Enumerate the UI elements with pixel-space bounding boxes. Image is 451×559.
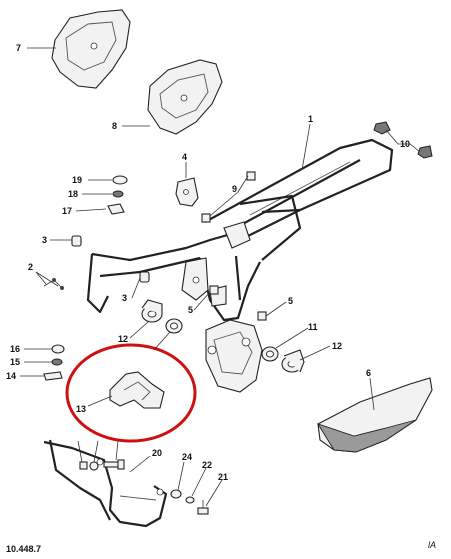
callout-20: 20: [152, 448, 162, 458]
callout-21: 21: [218, 472, 228, 482]
part-5-nut-right: [257, 311, 267, 321]
part-4-bracket: [175, 177, 199, 207]
corner-mark: lA: [428, 540, 436, 550]
callout-5-right: 5: [288, 296, 293, 306]
callout-14: 14: [6, 371, 16, 381]
callout-17: 17: [62, 206, 72, 216]
callout-12-left: 12: [118, 334, 128, 344]
callout-12-right: 12: [332, 341, 342, 351]
part-12-bushing-right: [281, 349, 305, 373]
callout-16: 16: [10, 344, 20, 354]
part-9-fastener: [201, 171, 256, 223]
part-22-washer: [185, 496, 195, 504]
part-11-washer-right: [261, 346, 279, 362]
part-15-washer: [51, 358, 63, 366]
part-7-side-panel: [51, 9, 131, 89]
callout-15: 15: [10, 357, 20, 367]
callout-3-top: 3: [42, 235, 47, 245]
part-5-nut-left: [209, 285, 219, 295]
callout-22: 22: [202, 460, 212, 470]
diagram-reference-code: 10.448.7: [6, 544, 41, 554]
callout-8: 8: [112, 121, 117, 131]
callout-4: 4: [182, 152, 187, 162]
callout-7: 7: [16, 43, 21, 53]
part-22-nut-upper: [79, 461, 88, 470]
part-3-plug-top: [71, 235, 82, 247]
part-13-bracket: [109, 371, 165, 409]
leader-lines: [20, 47, 421, 507]
part-14-clip: [43, 371, 63, 381]
part-8-side-panel: [147, 59, 223, 135]
part-19-clip: [112, 175, 128, 185]
callout-6: 6: [366, 368, 371, 378]
callout-19: 19: [72, 175, 82, 185]
callout-18: 18: [68, 189, 78, 199]
part-1-main-frame: [86, 138, 394, 393]
part-18-clip: [112, 190, 124, 198]
callout-2: 2: [28, 262, 33, 272]
callout-5-left: 5: [188, 305, 193, 315]
callout-13: 13: [76, 404, 86, 414]
red-highlight-circle: [65, 343, 197, 443]
callout-3-bottom: 3: [122, 293, 127, 303]
callout-1: 1: [308, 114, 313, 124]
part-12-bushing-left: [141, 299, 163, 323]
callout-24: 24: [182, 452, 192, 462]
part-24-washer: [170, 489, 182, 499]
part-10-nut: [373, 121, 433, 159]
part-24-washer-upper: [89, 461, 99, 471]
part-6-lower-fairing: [316, 377, 433, 453]
part-21-bolt-lower: [197, 500, 209, 515]
part-21-bolt-upper: [103, 459, 125, 470]
callout-10: 10: [400, 139, 410, 149]
callout-11: 11: [308, 322, 318, 332]
callout-9: 9: [232, 184, 237, 194]
part-2-bolts: [43, 278, 64, 290]
part-20-guard: [43, 439, 168, 528]
part-16-grommet: [51, 344, 65, 354]
part-3-plug-bottom: [139, 271, 150, 283]
part-11-washer-left: [165, 318, 183, 334]
part-17-grommet: [107, 203, 125, 215]
